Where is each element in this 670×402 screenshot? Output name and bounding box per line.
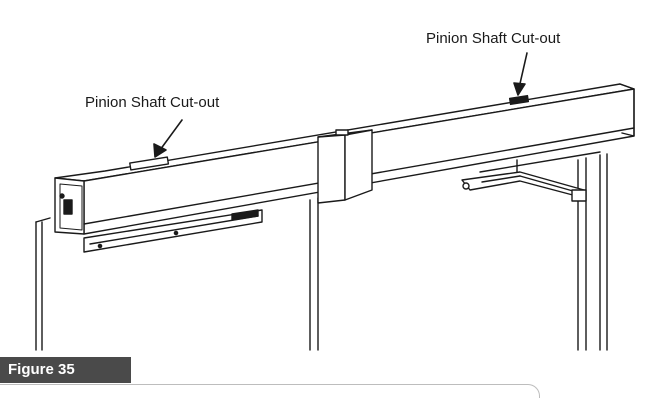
callout-arrows — [153, 52, 528, 158]
arm-linkage — [461, 171, 587, 202]
callout-pinion-shaft-left: Pinion Shaft Cut-out — [85, 94, 220, 111]
figure-label: Figure 35 — [0, 357, 131, 383]
callout-pinion-shaft-right: Pinion Shaft Cut-out — [426, 30, 561, 47]
mounting-track — [83, 209, 263, 253]
bottom-divider — [0, 384, 540, 398]
operator-housing — [54, 83, 635, 235]
